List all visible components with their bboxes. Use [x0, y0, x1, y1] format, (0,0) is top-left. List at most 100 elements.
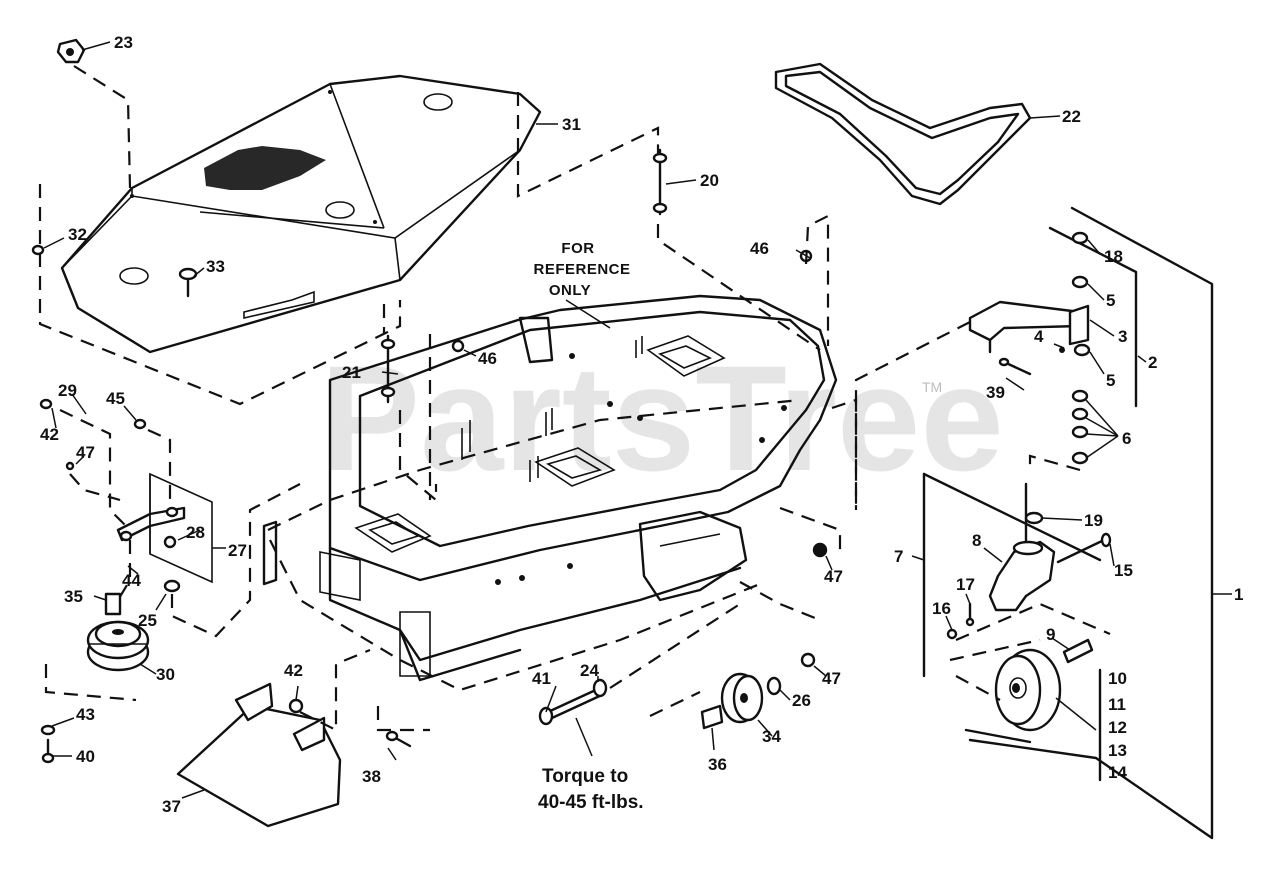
caster-wheel-10 [994, 648, 1062, 732]
callout-47-roller: 47 [822, 669, 841, 688]
callout-13: 13 [1108, 741, 1127, 760]
washer-32 [31, 244, 45, 256]
washer-42-top [39, 398, 53, 410]
washer-25 [163, 579, 181, 593]
washer-26 [766, 676, 782, 696]
leader-dash-38 [376, 706, 430, 732]
leader-dash-47 [69, 473, 121, 502]
callout-43: 43 [76, 705, 95, 724]
leader-dash-31 [516, 92, 660, 198]
callout-38: 38 [362, 767, 381, 786]
washer-24 [592, 678, 608, 698]
callout-46-left: 46 [478, 349, 497, 368]
watermark-trademark: TM [922, 379, 942, 395]
callout-31: 31 [562, 115, 581, 134]
leader-dash-47b [779, 506, 842, 556]
callout-37: 37 [162, 797, 181, 816]
leader-dash-25 [170, 483, 301, 638]
callout-23: 23 [114, 33, 133, 52]
callout-40: 40 [76, 747, 95, 766]
callout-32: 32 [68, 225, 87, 244]
callout-27: 27 [228, 541, 247, 560]
leader-dash-wheel [955, 675, 1001, 701]
discharge-chute-37 [176, 682, 342, 828]
leader-dash-42 [299, 648, 371, 732]
callout-4: 4 [1034, 327, 1044, 346]
nut-47-roller [800, 652, 816, 668]
mower-deck-frame [262, 294, 838, 692]
callout-35: 35 [64, 587, 83, 606]
bolt-36 [700, 704, 724, 730]
washer-47 [65, 461, 75, 471]
leader-dash-6 [1028, 454, 1081, 472]
leader-dash-24 [609, 603, 741, 689]
washer-43 [40, 724, 56, 736]
callout-leaders [43, 41, 1232, 799]
callout-34: 34 [762, 727, 781, 746]
callout-15: 15 [1114, 561, 1133, 580]
callout-7: 7 [894, 547, 903, 566]
callout-12: 12 [1108, 718, 1127, 737]
nut-42 [288, 698, 304, 714]
bolt-40 [41, 738, 55, 764]
callout-11: 11 [1108, 695, 1126, 714]
axle-bolt-15 [1056, 532, 1112, 564]
callout-3: 3 [1118, 327, 1127, 346]
pulley-30 [86, 620, 150, 672]
callout-41: 41 [532, 669, 551, 688]
nut-16 [946, 628, 958, 640]
torque-note-line1: Torque to [542, 766, 628, 787]
callout-8: 8 [972, 531, 981, 550]
callout-18: 18 [1104, 247, 1123, 266]
watermark-text: PartsTree [320, 334, 1004, 502]
leader-dash-29 [59, 409, 131, 531]
leader-dash-32 [38, 184, 402, 406]
assembly-box-7-top [922, 472, 1102, 562]
torque-note: Torque to 40-45 ft-lbs. [538, 766, 644, 813]
callout-24: 24 [580, 661, 599, 680]
leader-dash-26 [739, 581, 821, 622]
leader-dash-39 [854, 321, 971, 510]
callout-5-top: 5 [1106, 291, 1115, 310]
callout-29: 29 [58, 381, 77, 400]
drive-belt-22 [774, 62, 1032, 206]
callout-2: 2 [1148, 353, 1157, 372]
leader-dash-16 [955, 602, 1111, 642]
callout-45: 45 [106, 389, 125, 408]
callout-25: 25 [138, 611, 157, 630]
reference-note-line3: ONLY [549, 282, 591, 299]
callout-10: 10 [1108, 669, 1127, 688]
callout-6: 6 [1122, 429, 1131, 448]
reference-note-line1: FOR [561, 240, 594, 257]
leader-dash-44 [117, 540, 132, 601]
grease-fitting-19 [1024, 511, 1044, 525]
callout-36: 36 [708, 755, 727, 774]
bolt-38 [385, 730, 412, 748]
reference-note: FOR REFERENCE ONLY [533, 240, 630, 299]
roller-34 [720, 672, 764, 724]
leader-dash-23 [73, 65, 132, 189]
washer-18 [1071, 231, 1089, 245]
leader-dash-20 [656, 224, 821, 351]
nut-47-frame [812, 542, 828, 558]
leader-dash-21b [398, 410, 438, 503]
callout-28: 28 [186, 523, 205, 542]
bolt-41 [538, 686, 606, 726]
bushing-28 [163, 535, 177, 549]
callout-14: 14 [1108, 763, 1127, 782]
pivot-bracket-3 [968, 300, 1090, 354]
callout-30: 30 [156, 665, 175, 684]
bushing-5-top [1071, 275, 1089, 289]
leader-dash-30 [44, 664, 137, 702]
bolt-39 [998, 357, 1032, 376]
callout-42-left: 42 [40, 425, 59, 444]
knob-23 [56, 38, 86, 64]
callout-47-frame: 47 [824, 567, 843, 586]
torque-note-line2: 40-45 ft-lbs. [538, 792, 644, 813]
callout-5-bottom: 5 [1106, 371, 1115, 390]
assembly-box-7-bottom [964, 728, 1032, 744]
idler-arm-44 [116, 506, 186, 542]
assembly-box-1 [968, 206, 1214, 840]
